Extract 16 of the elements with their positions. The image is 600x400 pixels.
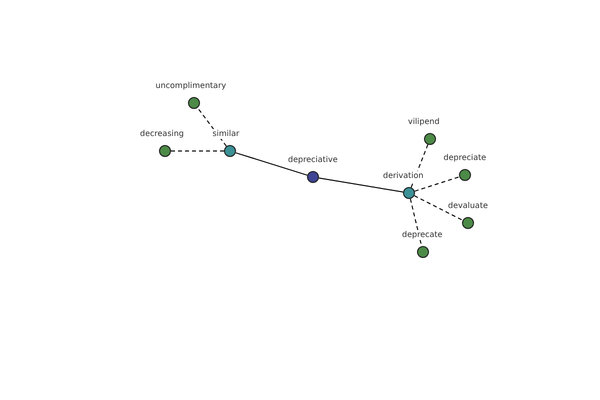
connector-line — [235, 152, 308, 176]
dashed-connector — [170, 150, 224, 152]
node-label: derivation — [382, 171, 424, 181]
node-label: deprecate — [401, 230, 444, 240]
node-label: devaluate — [447, 201, 489, 211]
dashed-connector — [414, 176, 460, 192]
dashed-connector — [414, 195, 464, 221]
node-label: vilipend — [407, 117, 441, 127]
dashed-connector — [197, 107, 227, 147]
node-label: depreciate — [442, 153, 488, 163]
connector-line — [318, 177, 404, 193]
node-label: uncomplimentary — [154, 81, 228, 91]
node-label: decreasing — [139, 129, 185, 139]
node-label: similar — [212, 129, 240, 139]
dashed-connector — [410, 144, 428, 188]
node-label: depreciative — [287, 155, 339, 165]
